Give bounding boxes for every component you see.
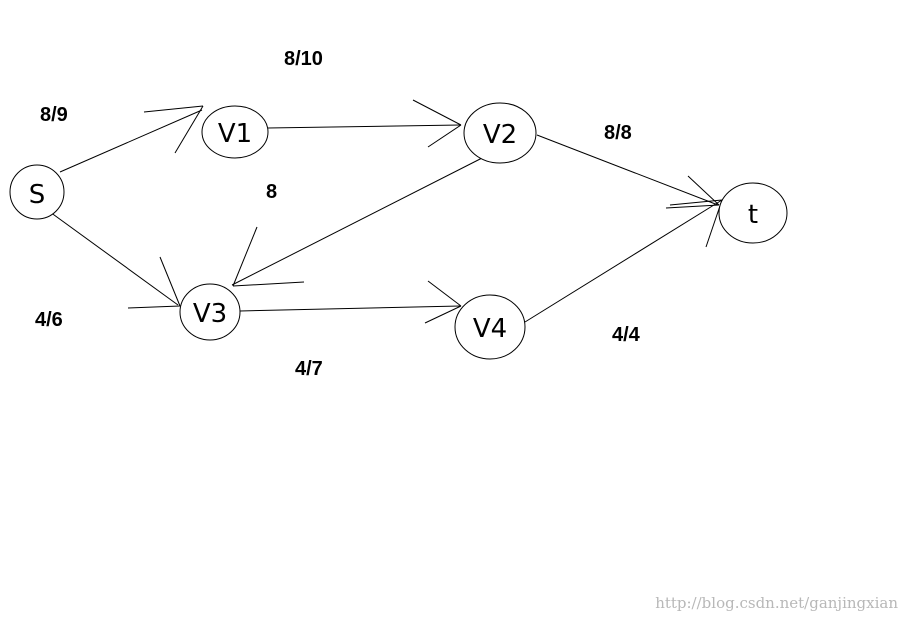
node-t: t [718,182,788,244]
node-t-circle [718,182,788,244]
node-t-label: t [748,200,758,230]
edge-v4-t-label: 4/4 [612,324,641,346]
edge-v2-v3-line [231,154,489,286]
edge-v1-v2-label: 8/10 [284,48,323,70]
edge-s-v1-arrowhead [143,105,204,154]
edge-v1-v2-arrowhead [412,99,462,148]
watermark-url: http://blog.csdn.net/ganjingxian [655,594,898,612]
node-v2-circle [463,102,537,164]
edge-v1-v2-line [267,124,461,129]
edge-s-v3-arrowhead [127,256,181,309]
node-v1-label: V1 [218,119,252,149]
node-s: S [9,164,65,220]
edge-s-v1-label: 8/9 [40,104,68,126]
edge-v4-t-line [524,199,723,323]
edge-v3-v4-label: 4/7 [295,358,323,380]
node-v2-label: V2 [483,120,517,150]
node-v2: V2 [463,102,537,164]
node-v4: V4 [454,294,526,360]
edge-v2-t-arrowhead [665,175,720,209]
node-v1-circle [201,105,269,159]
node-v3: V3 [179,283,241,341]
node-v3-label: V3 [193,299,227,329]
edge-s-v3-line [49,211,179,306]
edge-v3-v4-arrowhead [424,280,462,324]
edge-s-v1-line [59,109,203,173]
node-v4-circle [454,294,526,360]
edge-v2-v3-label: 8 [266,181,277,203]
node-v3-circle [179,283,241,341]
node-v1: V1 [201,105,269,159]
edge-v2-t-line [536,134,719,206]
edge-v2-v3-arrowhead [232,226,305,287]
edge-s-v3-label: 4/6 [35,309,63,331]
edge-v3-v4-line [239,305,461,312]
node-s-circle [9,164,65,220]
node-v4-label: V4 [473,314,507,344]
node-s-label: S [29,180,46,210]
edge-v2-t-label: 8/8 [604,122,632,144]
